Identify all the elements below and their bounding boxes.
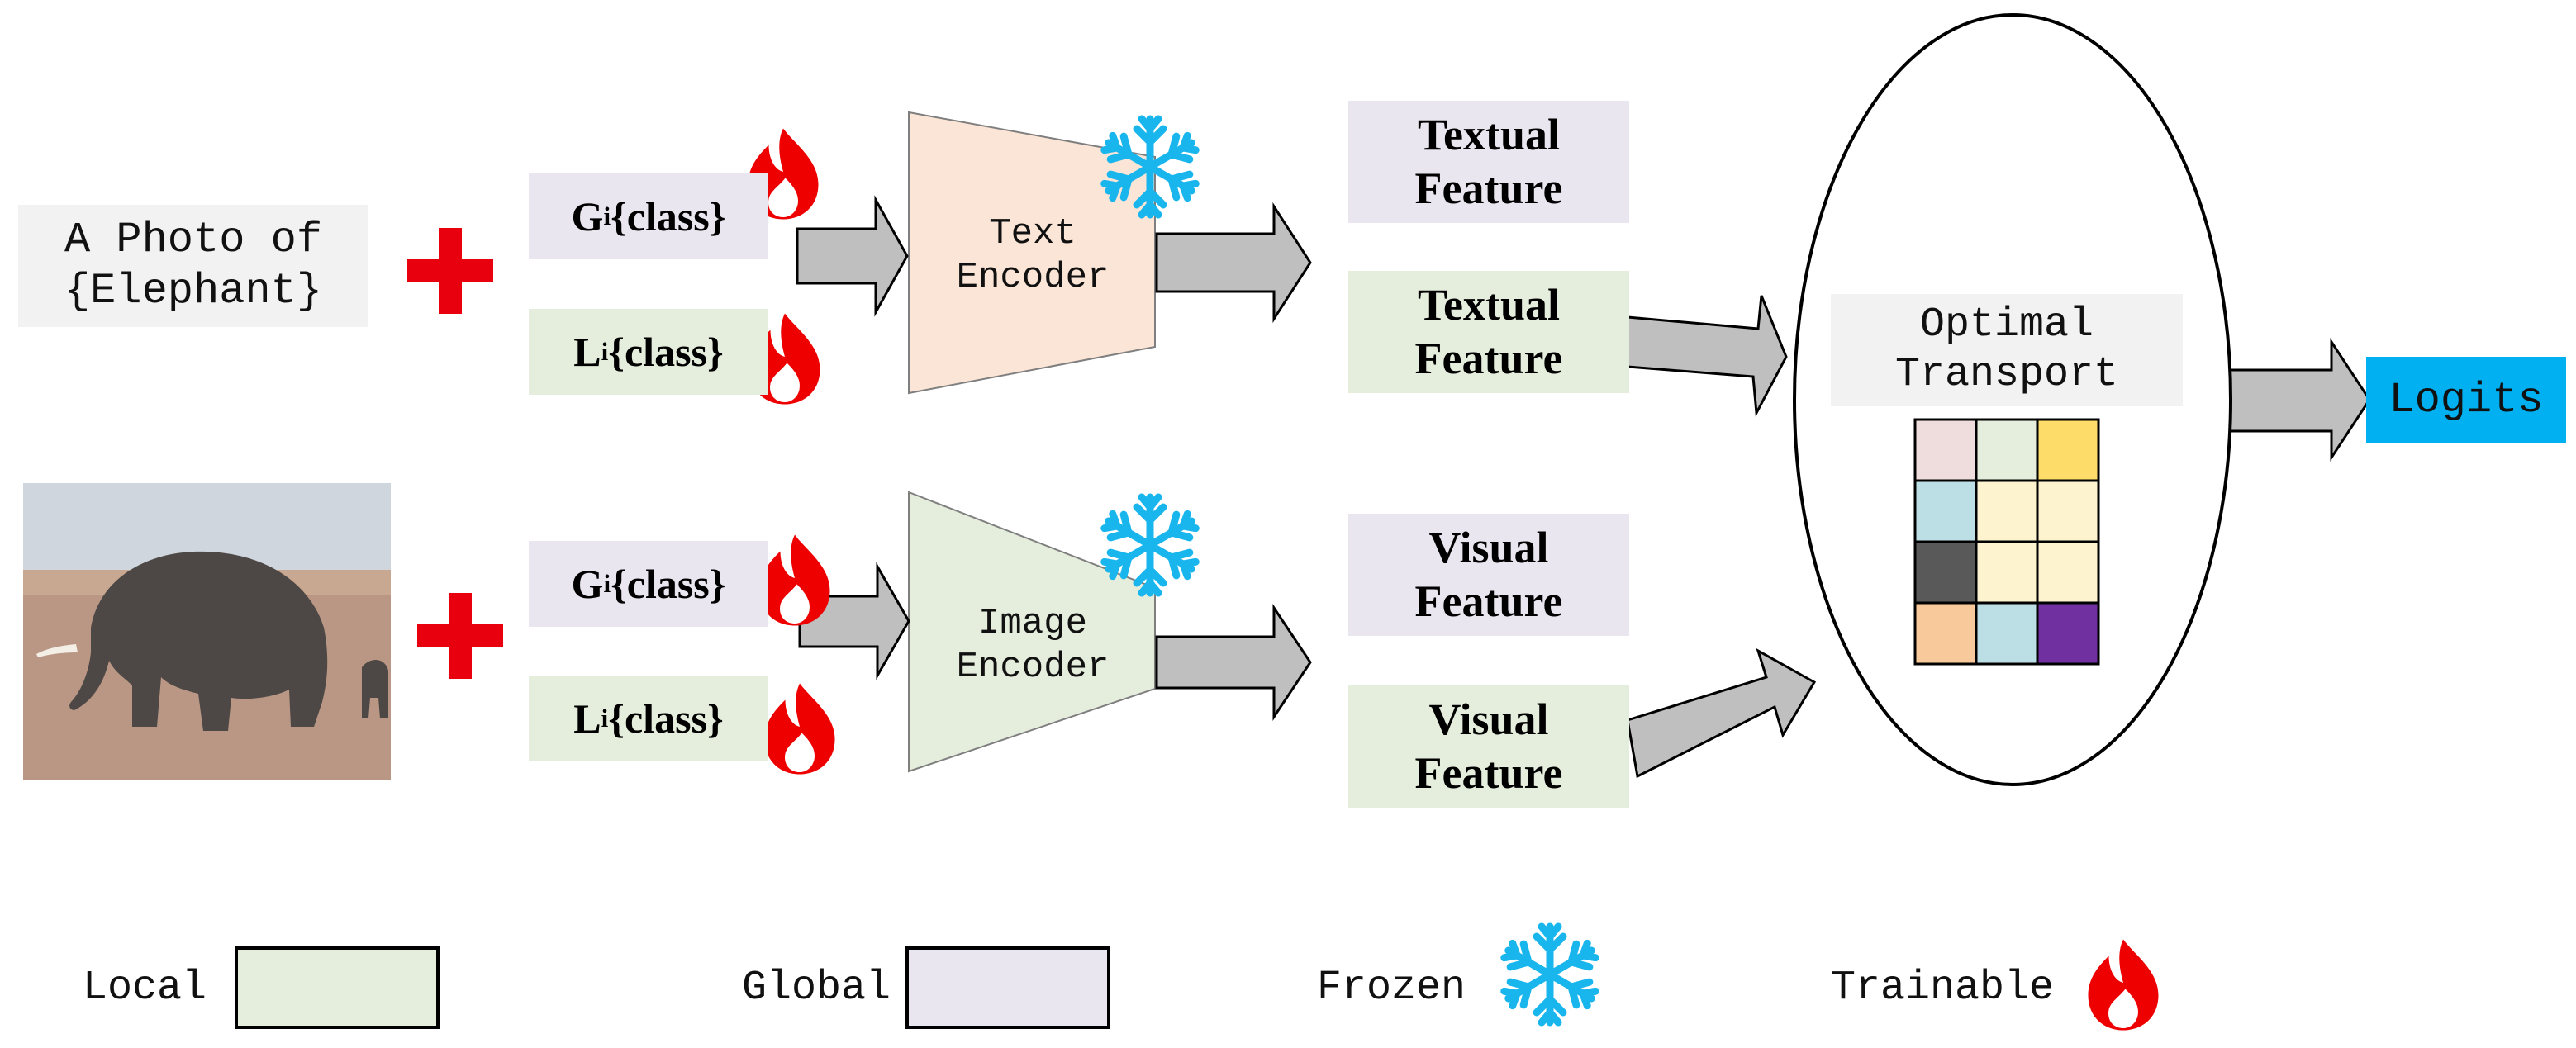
image-encoder-shape [908,491,1156,773]
prompt-line-1: A Photo of [64,215,323,264]
snowflake-icon [1502,927,1598,1022]
logits-box: Logits [2366,357,2566,443]
arrow-text-encoder-to-features [1155,202,1312,324]
optimal-transport-label: Optimal Transport [1831,294,2183,406]
visual-global-feature: Visual Feature [1348,514,1629,636]
ot-matrix-cell [1975,601,2039,666]
ot-matrix-cell [1975,479,2039,543]
arrow-visual-to-ot [1626,647,1817,779]
text-encoder-label: Text Encoder [956,213,1110,298]
ot-matrix-cell [1975,540,2039,605]
fire-icon [2088,939,2159,1031]
arrow-image-encoder-to-features [1155,604,1312,721]
legend-frozen-label: Frozen [1317,964,1466,1012]
image-encoder-label: Image Encoder [956,603,1110,688]
legend-global-label: Global [742,964,891,1012]
elephant-photo [23,483,391,780]
ot-matrix-cell [2036,418,2100,482]
ot-matrix-cell [1913,418,1978,482]
fire-icon [764,683,835,775]
visual-local-feature: Visual Feature [1348,685,1629,808]
ot-matrix-cell [1975,418,2039,482]
text-encoder-shape [908,111,1156,395]
arrow-g-to-image-encoder [798,562,910,680]
fire-icon [759,534,830,626]
textual-global-feature: Textual Feature [1348,101,1629,223]
prompt-line-2: {Elephant} [64,267,323,315]
legend-global-swatch [905,946,1110,1029]
arrow-textual-to-ot [1626,295,1788,418]
ot-matrix-cell [2036,540,2100,605]
arrow-g-to-text-encoder [796,195,909,317]
ot-matrix-cell [2036,601,2100,666]
plus-icon [407,228,493,314]
arrow-ot-to-logits [2222,337,2371,462]
legend-local-swatch [235,946,440,1029]
ot-matrix-cell [1913,601,1978,666]
ot-matrix-cell [2036,479,2100,543]
textual-local-feature: Textual Feature [1348,271,1629,393]
plus-icon [417,593,503,679]
legend-trainable-label: Trainable [1831,964,2055,1012]
ot-matrix [1913,418,2100,666]
legend-local-label: Local [83,964,207,1012]
prompt-box: A Photo of {Elephant} [18,205,368,327]
ot-matrix-cell [1913,479,1978,543]
ot-matrix-cell [1913,540,1978,605]
